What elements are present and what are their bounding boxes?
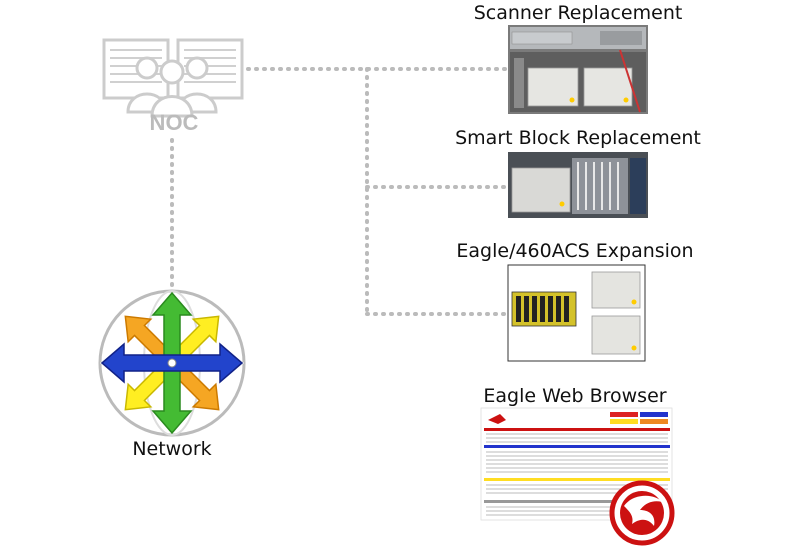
noc-label: NOC	[149, 110, 199, 135]
noc-icon	[102, 38, 244, 118]
network-globe-icon	[98, 289, 246, 437]
scanner-replacement-title: Scanner Replacement	[473, 2, 683, 24]
eagle-expansion-photo	[507, 264, 646, 362]
eagle-web-browser-title: Eagle Web Browser	[483, 385, 667, 407]
scanner-photo	[508, 25, 648, 114]
bird-logo-icon	[609, 480, 675, 546]
noc-people-icon	[126, 56, 218, 118]
eagle-expansion-title: Eagle/460ACS Expansion	[456, 240, 694, 262]
connector-lines	[170, 67, 507, 316]
smart-block-replacement-title: Smart Block Replacement	[455, 127, 701, 149]
network-label: Network	[132, 438, 212, 460]
smart-block-photo	[508, 152, 648, 218]
